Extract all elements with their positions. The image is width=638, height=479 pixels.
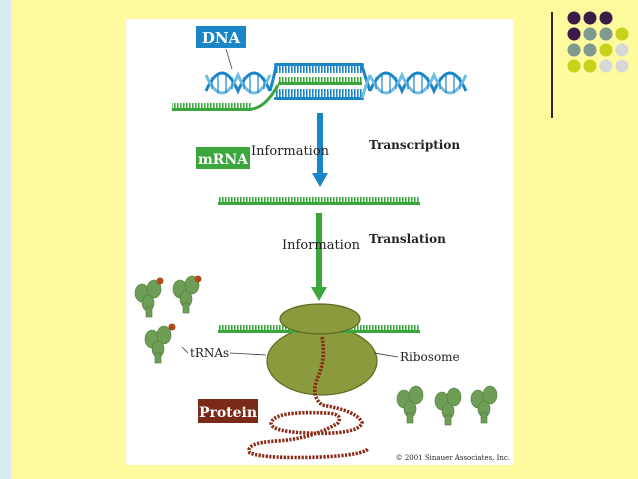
decor-dot <box>583 43 597 57</box>
decor-dot <box>615 11 629 25</box>
trna-group-right <box>396 385 498 426</box>
information-label-1: Information <box>251 144 330 159</box>
mrna-label: mRNA <box>198 152 249 168</box>
decor-dot <box>567 59 581 73</box>
ribosome-label: Ribosome <box>400 350 460 364</box>
decor-dot <box>583 59 597 73</box>
dna-double-helix <box>204 63 468 100</box>
decorative-dot-grid <box>567 11 629 73</box>
decor-dot <box>567 27 581 41</box>
decor-dot <box>583 11 597 25</box>
figure-canvas: DNA <box>134 26 510 462</box>
left-accent-strip <box>0 0 11 479</box>
decor-dot <box>615 59 629 73</box>
gene-expression-figure: DNA <box>126 19 514 465</box>
slide-divider-line <box>551 12 553 118</box>
trna-group-left <box>134 275 202 364</box>
ribosome <box>218 303 420 396</box>
dna-label-box: DNA <box>196 26 246 48</box>
copyright-text: © 2001 Sinauer Associates, Inc. <box>396 454 510 462</box>
transcription-label: Transcription <box>369 138 460 152</box>
decor-dot <box>615 43 629 57</box>
mrna-label-box: mRNA <box>196 147 250 169</box>
decor-dot <box>599 11 613 25</box>
transcription-arrow <box>312 113 328 187</box>
information-label-2: Information <box>282 238 361 253</box>
decor-dot <box>615 27 629 41</box>
decor-dot <box>599 43 613 57</box>
mrna-strand <box>218 197 420 205</box>
protein-label-box: Protein <box>198 399 258 423</box>
decor-dot <box>567 43 581 57</box>
nascent-mrna-strand <box>172 77 362 111</box>
protein-label: Protein <box>199 405 257 421</box>
dna-label: DNA <box>202 29 241 47</box>
translation-label: Translation <box>369 232 446 246</box>
decor-dot <box>567 11 581 25</box>
decor-dot <box>599 27 613 41</box>
trnas-label: tRNAs <box>190 346 229 360</box>
decor-dot <box>583 27 597 41</box>
decor-dot <box>599 59 613 73</box>
protein-chain <box>247 336 370 460</box>
translation-arrow <box>311 213 327 301</box>
